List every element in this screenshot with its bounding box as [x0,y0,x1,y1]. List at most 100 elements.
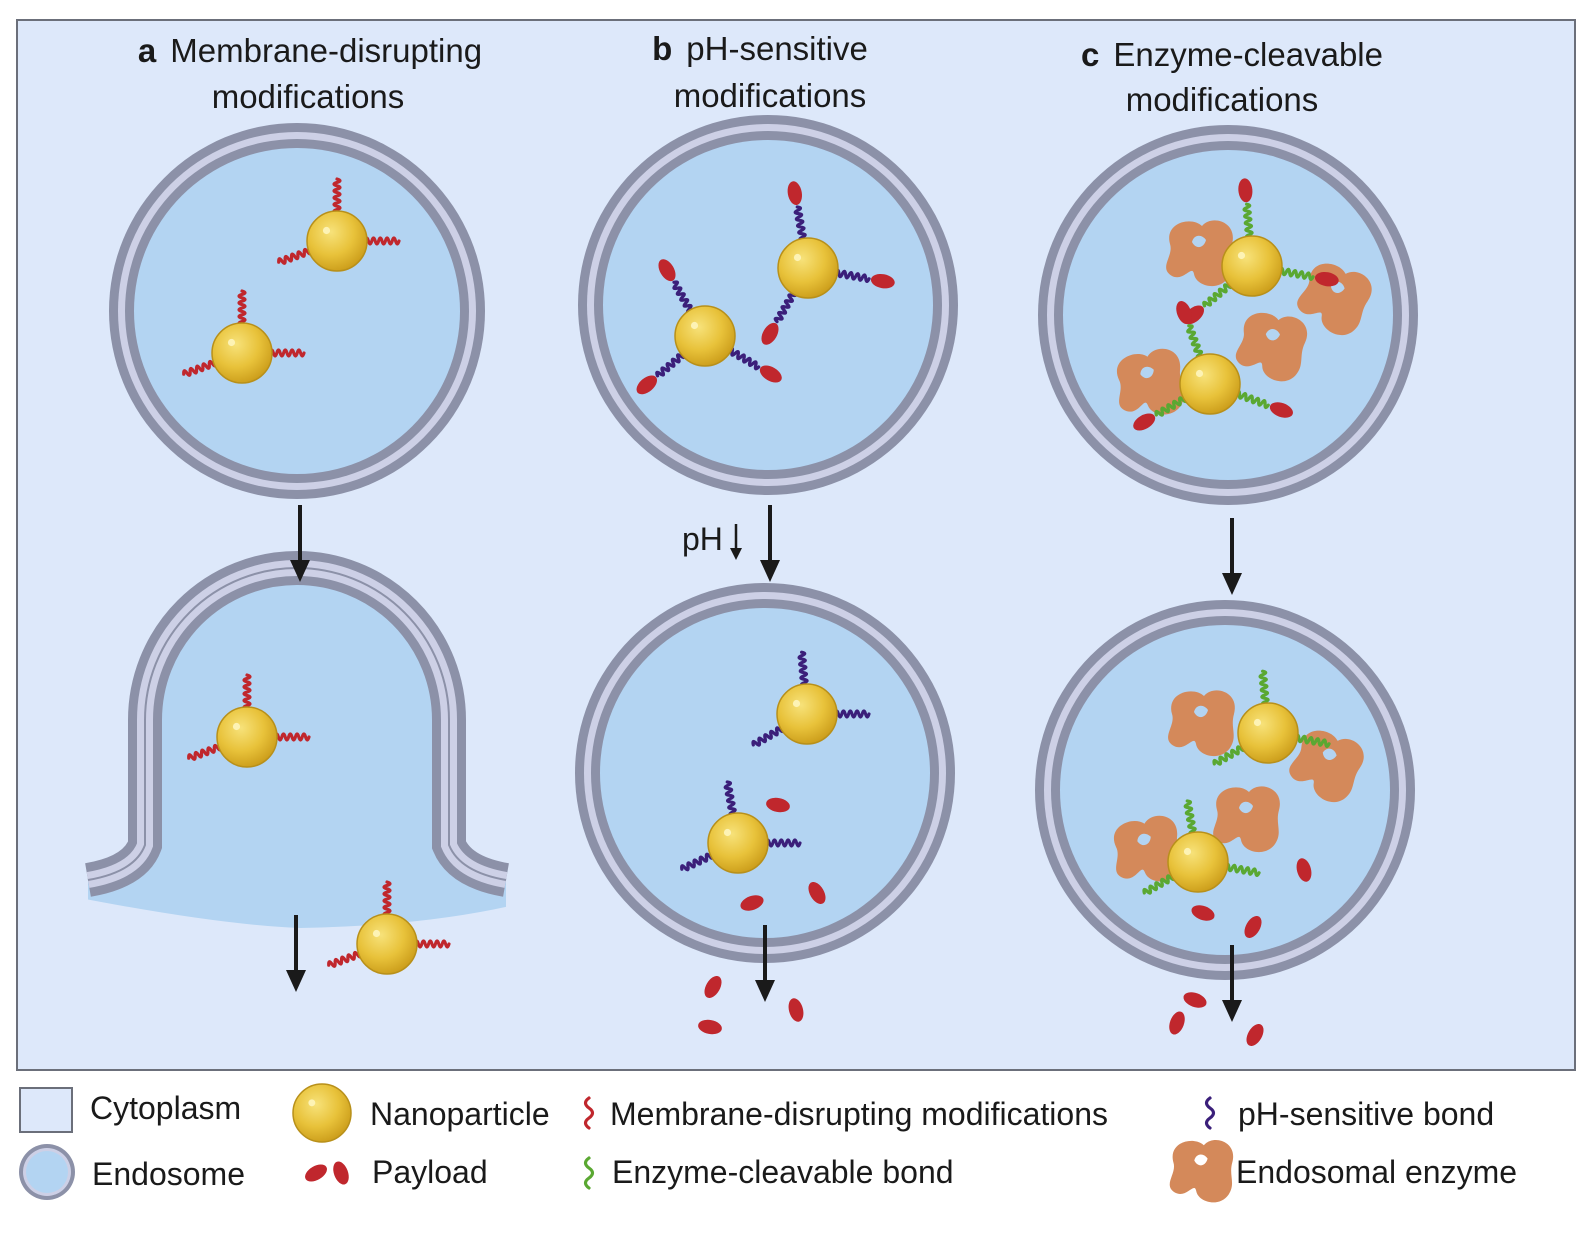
bond-linker [277,247,313,265]
bond-linker [332,177,342,215]
bond-linker [680,852,715,872]
legend-label-nanoparticle: Nanoparticle [370,1096,550,1132]
particle-assembly [187,673,311,768]
panel-title-line: modifications [1126,81,1319,118]
bond-linker [1212,745,1246,766]
panel-title-line: pH-sensitive [686,30,868,67]
bond-linker [1223,862,1261,878]
payload [787,181,803,206]
payload [636,375,658,395]
payload [1314,271,1339,287]
bond-linker [764,838,802,848]
svg-text:bpH-sensitive: b pH-sensitive [652,30,868,67]
bond-linker [382,880,392,918]
legend-label-ph-sensitive: pH-sensitive bond [1238,1096,1494,1132]
payload [788,998,804,1022]
particle-assembly [761,181,895,345]
arrow-down [1222,518,1242,595]
bond-linker [797,650,809,688]
payload [1133,413,1156,431]
nanoparticle [1221,235,1283,297]
bond-linker [1258,669,1270,707]
endosomal-enzyme-icon [1235,312,1307,382]
bond-linker [242,673,252,711]
bond-linker [1242,202,1254,240]
bond-linker [793,205,807,243]
nanoparticle [674,305,736,367]
nanoparticle-highlight [690,321,699,330]
bond-linker [187,743,223,761]
payload [704,976,722,998]
endosome-a-top [109,123,485,499]
payload [1176,301,1192,325]
nanoparticle-highlight [227,338,236,347]
legend-label-enzyme-cleavable: Enzyme-cleavable bond [612,1154,954,1190]
payload [1296,858,1312,882]
particle-assembly [1133,301,1293,431]
enzyme-cleavable-bond-icon [583,1156,595,1190]
particle-assembly [1183,178,1339,325]
nanoparticle-highlight [1253,718,1262,727]
nanoparticle-highlight [308,1099,316,1107]
legend-label-endosome: Endosome [92,1156,245,1192]
nanoparticle [707,812,769,874]
legend: Cytoplasm Endosome Nanoparticle Payload … [19,1087,1517,1200]
bond-linker [723,780,737,818]
nanoparticle-highlight [792,699,801,708]
legend-label-payload: Payload [372,1154,488,1190]
bond-linker [655,352,686,378]
endosomal-enzyme-icon [1166,220,1233,287]
particle-assembly [327,880,451,975]
particles-layer [182,177,1372,1203]
bond-linker [273,732,311,742]
nanoparticle [776,683,838,745]
nanoparticle [1179,353,1241,415]
payload-legend-icon [305,1164,327,1182]
panel-letter: a [138,32,157,69]
panel-letter: b [652,30,672,67]
bond-linker [672,280,693,314]
payload [1169,1011,1185,1035]
endosomal-enzyme-icon [1169,1140,1234,1203]
particle-assembly [1142,799,1261,895]
nanoparticle [1237,702,1299,764]
nanoparticle-highlight [1195,369,1204,378]
arrow-down [286,915,306,992]
panel-letter: c [1081,36,1099,73]
bond-linker [1186,324,1204,360]
payload-legend-icon [333,1161,349,1185]
payload [1191,905,1215,921]
particle-assembly [277,177,401,272]
endosomal-enzyme-icon [1213,786,1280,853]
nanoparticle-highlight [793,253,802,262]
endosomal-enzyme-icon [1289,730,1364,803]
bond-linker [773,290,798,324]
payload [1246,1024,1264,1046]
payload [740,895,764,911]
payload [1244,916,1262,938]
ph-sensitive-bond-icon [1204,1096,1216,1130]
nanoparticle-highlight [232,722,241,731]
bond-linker [1293,733,1331,749]
ph-label: pH [682,521,723,557]
arrow-down [290,505,310,582]
payload [870,273,895,289]
arrow-down [760,505,780,582]
nanoparticle-highlight [1237,251,1246,260]
particle-assembly [1212,669,1331,766]
particle-assembly [751,650,871,747]
payload [698,1019,722,1035]
nanoparticle [211,322,273,384]
endosomal-enzyme-icon [1297,263,1372,336]
bond-linker [237,289,247,327]
panel-title-line: modifications [212,78,405,115]
bond-linker [363,236,401,246]
nanoparticle-highlight [322,226,331,235]
bond-linker [413,939,451,949]
legend-label-membrane-disrupting: Membrane-disrupting modifications [610,1096,1108,1132]
